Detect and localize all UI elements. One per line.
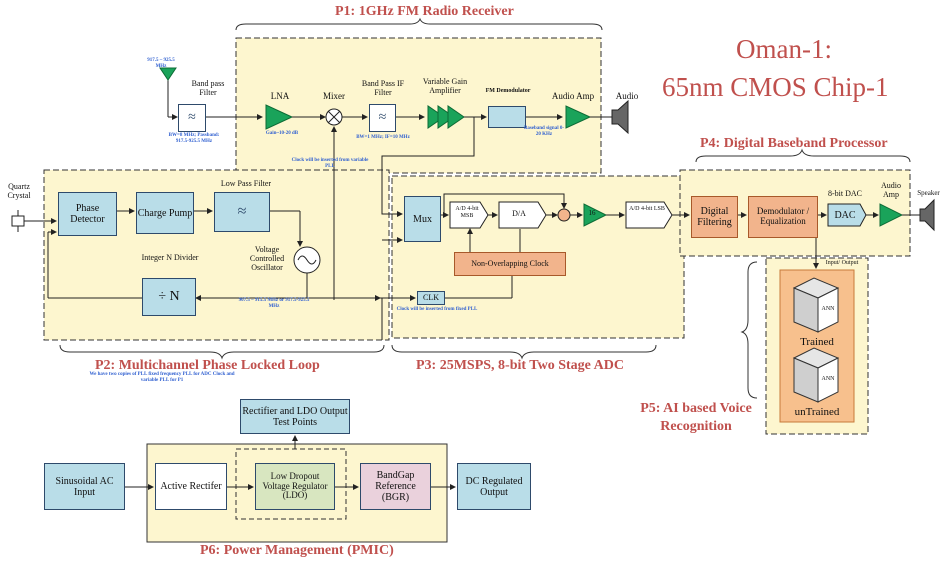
p3-clk: CLK <box>417 291 445 305</box>
p5-io-label: Input/ Output <box>825 260 859 266</box>
p5-ann-trained-text: ANN <box>821 306 835 312</box>
section-p1-title: P1: 1GHz FM Radio Receiver <box>335 4 514 19</box>
p1-fm-demod-block <box>488 106 526 128</box>
p3-gain-label: 16 <box>588 209 596 217</box>
vga-amp-3 <box>447 105 465 129</box>
section-p5-title: P5: AI based Voice Recognition <box>640 401 752 434</box>
section-p3-title: P3: 25MSPS, 8-bit Two Stage ADC <box>416 358 624 373</box>
p1-bpf-block: ≈ <box>178 104 206 132</box>
p2-divider-block: ÷ N <box>142 278 196 316</box>
p3-da-label: D/A <box>512 209 526 218</box>
p4-demodulator: Demodulator / Equalization <box>748 196 818 238</box>
p2-freq-note: 907.5 – 915.5 MHz or 917.5-925.5 MHz <box>238 298 310 309</box>
p3-msb-label: A/D 4-bit MSB <box>455 206 479 219</box>
p4-audio-amp-label: Audio Amp <box>881 181 901 199</box>
p2-vco-label: Voltage Controlled Oscillator <box>249 245 285 272</box>
chip-title-line2: 65nm CMOS Chip-1 <box>662 72 889 102</box>
p3-nonoverlap-clock: Non-Overlapping Clock <box>454 252 566 276</box>
p1-vga-label: Variable Gain Amplifier <box>422 77 468 95</box>
crystal-icon <box>11 215 25 227</box>
p2-lpf-label: Low Pass Filter <box>220 179 272 188</box>
p6-bgr: BandGap Reference (BGR) <box>360 463 431 510</box>
p6-dc-output: DC Regulated Output <box>457 463 531 510</box>
p6-test-points: Rectifier and LDO Output Test Points <box>240 399 350 434</box>
p6-ac-input: Sinusoidal AC Input <box>44 463 125 510</box>
p6-active-rectifier: Active Rectifer <box>155 463 227 510</box>
p5-untrained-label: unTrained <box>794 406 840 418</box>
p1-clock-note: Clock will be inserted from variable PLL <box>291 158 369 169</box>
p1-if-filter-label: Band Pass IF Filter <box>361 79 405 97</box>
gain-amp <box>583 203 608 227</box>
p5-trained-label: Trained <box>800 336 834 348</box>
p1-audio-amp-label: Audio Amp <box>551 91 595 101</box>
p2-charge-pump: Charge Pump <box>136 192 194 234</box>
ann-cube-trained <box>792 277 840 333</box>
p5-brace <box>740 261 758 399</box>
p2-pll-note: We have two copies of PLL fixed frequenc… <box>89 372 235 383</box>
p1-if-filter-block: ≈ <box>369 104 396 132</box>
p1-brace <box>235 17 603 31</box>
p4-brace <box>695 148 911 163</box>
speaker-icon-p4 <box>919 198 935 232</box>
dac-shape <box>827 203 867 227</box>
p5-ann-untrained-text: ANN <box>821 376 835 382</box>
msb-adc <box>449 201 489 229</box>
p4-dac-label: 8-bit DAC <box>828 189 862 198</box>
lsb-adc <box>625 201 673 229</box>
p3-clk-note: Clock will be inserted from fixed PLL <box>396 307 478 312</box>
speaker-icon-p1 <box>611 99 629 135</box>
p3-brace <box>391 344 657 360</box>
chip-title-line1: Oman-1: <box>736 34 832 64</box>
p2-divider-label: Integer N Divider <box>141 253 199 262</box>
p2-lpf-block: ≈ <box>214 192 270 232</box>
p4-dac-text: DAC <box>834 210 856 221</box>
p1-baseband-note: Baseband signal 0-20 KHz <box>523 126 564 137</box>
p1-bpf-label: Band pass Filter <box>191 79 225 97</box>
ldo-dashed <box>235 448 347 520</box>
p1-bpf-note: BW=8 MHz; Passband: 917.5-925.5 MHz <box>168 133 220 144</box>
antenna-icon <box>159 67 177 81</box>
lna-amp <box>265 104 294 130</box>
section-p6-title: P6: Power Management (PMIC) <box>200 543 394 558</box>
vga-amp-2 <box>437 105 455 129</box>
sum-node <box>557 208 571 222</box>
vga-amp-1 <box>427 105 445 129</box>
p1-mixer-label: Mixer <box>323 91 345 101</box>
p1-audio-label: Audio <box>615 91 639 101</box>
p2-brace <box>59 344 385 360</box>
p4-speaker-label: Speaker <box>917 189 940 197</box>
audio-amp-p4 <box>879 203 904 227</box>
p1-lna-label: LNA <box>270 91 290 101</box>
p1-if-note: BW=1 MHz; IF=10 MHz <box>356 135 410 140</box>
p3-mux: Mux <box>404 196 441 242</box>
p4-digital-filtering: Digital Filtering <box>691 196 738 238</box>
audio-amp-p1 <box>565 105 592 129</box>
p2-quartz-label: Quartz Crystal <box>7 182 31 200</box>
p6-ldo: Low Dropout Voltage Regulator (LDO) <box>255 463 335 510</box>
p1-fm-demod-label: FM Demodulator <box>485 88 531 94</box>
p1-freq-in: 917.5 – 925.5 MHz <box>147 58 175 69</box>
p1-region <box>235 37 602 174</box>
p2-phase-detector: Phase Detector <box>58 192 117 236</box>
section-p4-title: P4: Digital Baseband Processor <box>700 136 888 151</box>
da-block <box>498 201 547 229</box>
p1-lna-gain: Gain~10-20 dB <box>265 131 299 136</box>
ann-cube-untrained <box>792 347 840 403</box>
p3-lsb-label: A/D 4-bit LSB <box>629 206 665 212</box>
section-p2-title: P2: Multichannel Phase Locked Loop <box>95 358 320 373</box>
